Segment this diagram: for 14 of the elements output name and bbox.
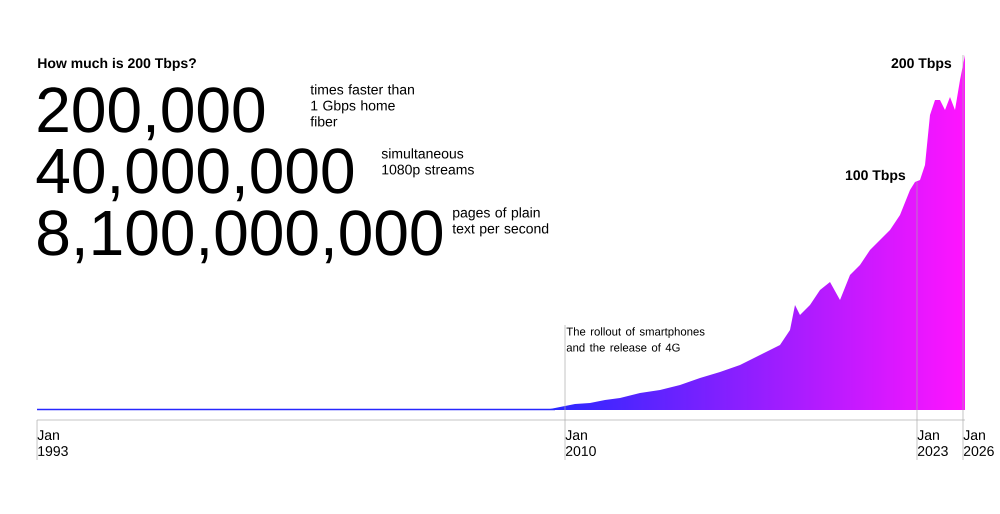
description: times faster than 1 Gbps home fiber: [310, 84, 414, 127]
value-label: 100 Tbps: [846, 170, 906, 183]
description: pages of plain text per second: [452, 207, 548, 236]
annotation: The rollout of smartphones and the release of 4G: [566, 327, 705, 352]
axis-label: Jan 2026: [963, 430, 994, 456]
value-label: 200 Tbps: [892, 58, 952, 71]
axis-label: Jan 1993: [38, 430, 68, 456]
big-number: 8,100,000,000: [38, 210, 442, 264]
big-number: 200,000: [38, 87, 264, 140]
description: simultaneous 1080p streams: [382, 148, 474, 178]
axis-label: Jan 2010: [565, 430, 596, 456]
big-number: 40,000,000: [36, 148, 354, 202]
axis-label: Jan 2023: [917, 430, 948, 456]
chart-title: How much is 200 Tbps?: [38, 58, 196, 71]
